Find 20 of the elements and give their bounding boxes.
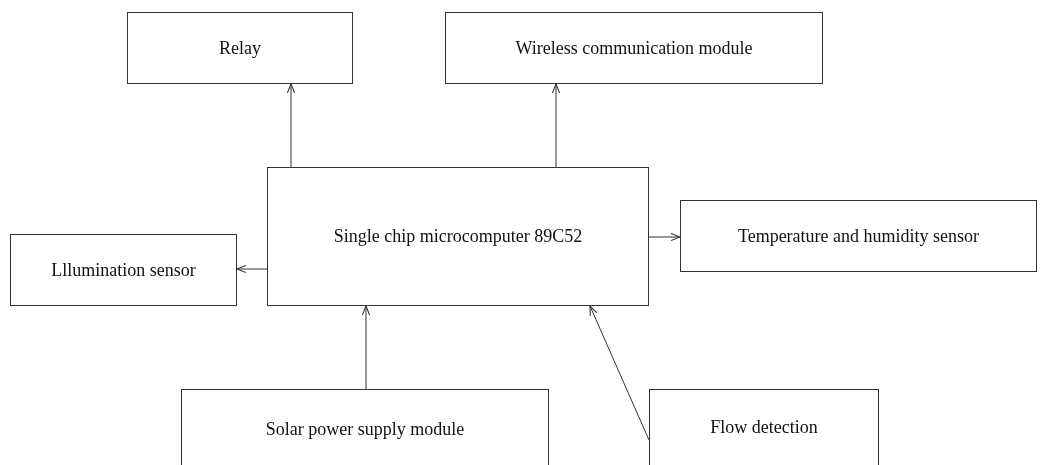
process-box	[445, 12, 823, 84]
arrow	[648, 232, 681, 242]
process-box	[680, 200, 1037, 272]
box-label: Solar power supply module	[265, 419, 465, 440]
process-box	[649, 389, 879, 465]
process-box	[267, 167, 649, 306]
box-label: Single chip microcomputer 89C52	[333, 226, 583, 247]
process-box	[181, 389, 549, 465]
box-label: Temperature and humidity sensor	[737, 225, 980, 247]
box-label: Relay	[219, 37, 261, 59]
arrow	[286, 83, 296, 168]
process-box	[127, 12, 353, 84]
arrow	[236, 264, 268, 274]
box-label: Flow detection	[710, 417, 818, 438]
arrow	[551, 83, 561, 168]
arrow	[361, 305, 371, 390]
box-label: Wireless communication module	[515, 37, 753, 59]
arrow	[589, 305, 650, 441]
process-box	[10, 234, 237, 306]
box-label: Lllumination sensor	[51, 259, 196, 281]
